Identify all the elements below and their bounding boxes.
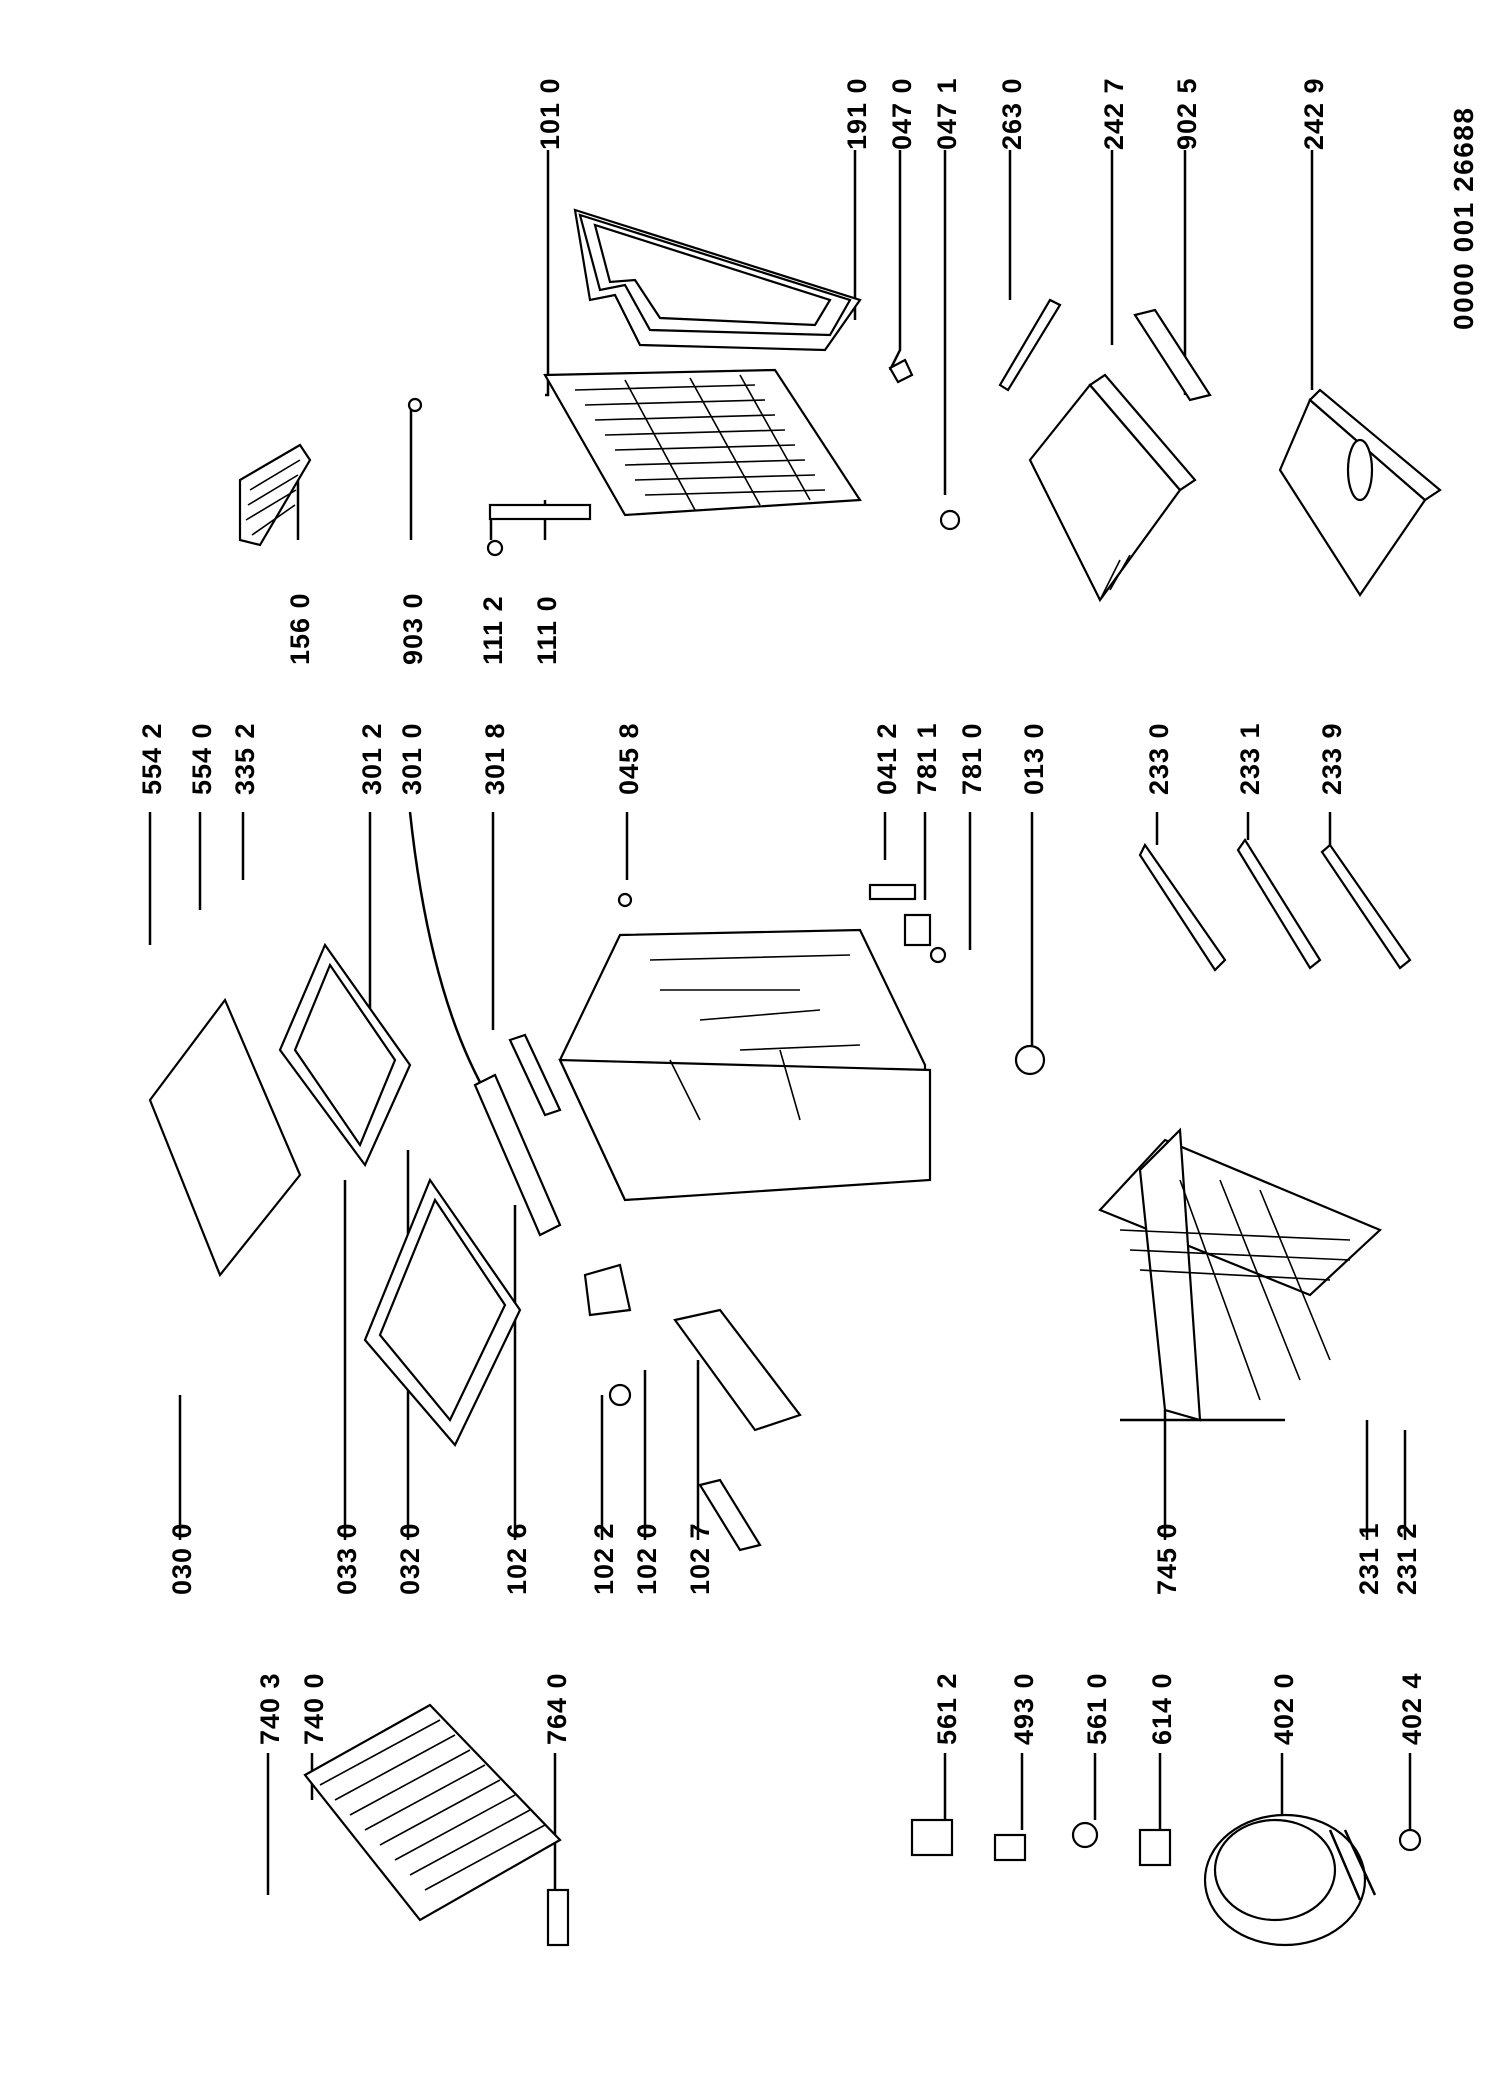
- wire-shelf-101: [543, 368, 862, 517]
- part-label-231-2: 231 2: [1392, 1522, 1422, 1595]
- part-label-740-0: 740 0: [299, 1672, 329, 1745]
- glass-shelf-033: [278, 942, 412, 1168]
- part-label-242-7: 242 7: [1099, 77, 1129, 150]
- part-label-047-0: 047 0: [887, 77, 917, 150]
- part-label-745-0: 745 0: [1152, 1522, 1182, 1595]
- top-cover-030: [148, 997, 302, 1278]
- ice-tray: [238, 443, 312, 547]
- part-label-554-0: 554 0: [187, 722, 217, 795]
- small-parts-bottom: [910, 1818, 1422, 1867]
- cabinet-body: [558, 928, 932, 1202]
- leader-lines: [148, 150, 1412, 1910]
- part-label-041-2: 041 2: [872, 722, 902, 795]
- part-label-032-0: 032 0: [395, 1522, 425, 1595]
- door-gasket-frame: [573, 208, 862, 352]
- reference-number: 0000 001 26688: [1448, 106, 1479, 330]
- shelf-frame-032: [363, 1177, 522, 1447]
- evaporator-740: [303, 1703, 570, 1947]
- part-label-301-0: 301 0: [397, 722, 427, 795]
- part-label-335-2: 335 2: [230, 722, 260, 795]
- part-label-301-2: 301 2: [357, 722, 387, 795]
- part-label-781-0: 781 0: [957, 722, 987, 795]
- part-label-561-0: 561 0: [1082, 1672, 1112, 1745]
- rail-301: [473, 1033, 562, 1237]
- part-label-102-2: 102 2: [589, 1522, 619, 1595]
- condenser-grid: [1098, 1127, 1382, 1422]
- cabinet-fittings: [617, 883, 1046, 1076]
- part-label-781-1: 781 1: [912, 722, 942, 795]
- part-label-903-0: 903 0: [398, 592, 428, 665]
- part-label-402-4: 402 4: [1397, 1672, 1427, 1745]
- part-label-402-0: 402 0: [1269, 1672, 1299, 1745]
- shelf-rails-233: [1138, 838, 1412, 972]
- part-label-102-7: 102 7: [685, 1522, 715, 1595]
- part-label-764-0: 764 0: [542, 1672, 572, 1745]
- part-label-740-3: 740 3: [255, 1672, 285, 1745]
- part-label-013-0: 013 0: [1019, 722, 1049, 795]
- part-label-301-8: 301 8: [480, 722, 510, 795]
- part-label-111-2: 111 2: [478, 595, 508, 665]
- part-label-902-5: 902 5: [1172, 77, 1202, 150]
- part-label-045-8: 045 8: [614, 722, 644, 795]
- small-parts-top: [407, 298, 1062, 557]
- part-label-263-0: 263 0: [997, 77, 1027, 150]
- part-label-242-9: 242 9: [1299, 77, 1329, 150]
- part-label-030-0: 030 0: [167, 1522, 197, 1595]
- part-label-101-0: 101 0: [535, 77, 565, 150]
- part-label-233-0: 233 0: [1144, 722, 1174, 795]
- hinge-parts: [583, 1263, 802, 1552]
- drawer-242-9: [1278, 388, 1442, 597]
- part-label-111-0: 111 0: [532, 595, 562, 665]
- drawer-242-7: [1028, 308, 1212, 603]
- part-label-033-0: 033 0: [332, 1522, 362, 1595]
- part-label-561-2: 561 2: [932, 1672, 962, 1745]
- part-label-102-6: 102 6: [502, 1522, 532, 1595]
- part-label-156-0: 156 0: [285, 592, 315, 665]
- part-label-191-0: 191 0: [842, 77, 872, 150]
- part-label-233-9: 233 9: [1317, 722, 1347, 795]
- compressor: [1203, 1813, 1377, 1947]
- part-label-231-1: 231 1: [1354, 1522, 1384, 1595]
- part-label-233-1: 233 1: [1235, 722, 1265, 795]
- part-label-102-0: 102 0: [632, 1522, 662, 1595]
- part-label-047-1: 047 1: [932, 77, 962, 150]
- part-label-493-0: 493 0: [1009, 1672, 1039, 1745]
- part-label-614-0: 614 0: [1147, 1672, 1177, 1745]
- part-label-554-2: 554 2: [137, 722, 167, 795]
